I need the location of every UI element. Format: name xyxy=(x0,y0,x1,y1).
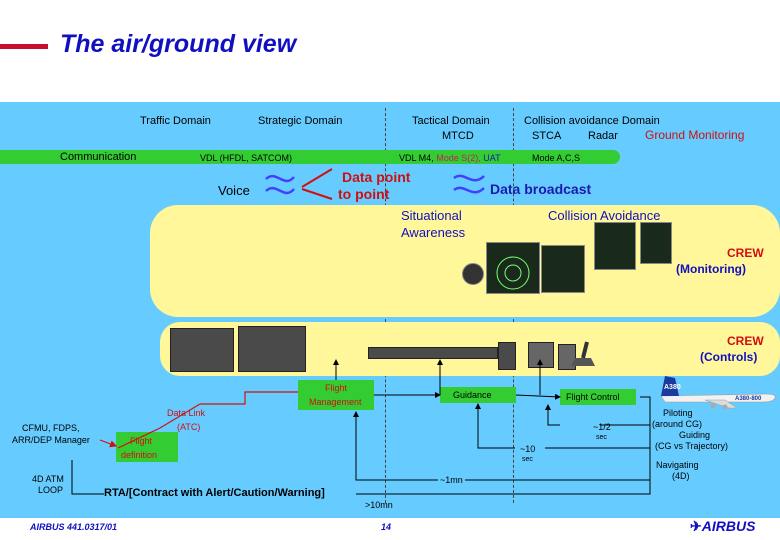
time-min-label: ~1mn xyxy=(440,475,463,485)
mtcd-label: MTCD xyxy=(442,130,474,142)
flight-definition-label-1: Flight xyxy=(130,436,153,446)
communication-band xyxy=(0,150,620,164)
flight-definition-label-2: definition xyxy=(121,450,158,460)
navigating-sub-label: (4D) xyxy=(672,471,690,481)
time-ten-sec-label: ~10 xyxy=(520,444,536,454)
vdl-m4-label: VDL M4, Mode S(2), UAT xyxy=(399,153,501,163)
time-half-sec-unit: sec xyxy=(596,434,607,441)
guidance-label: Guidance xyxy=(453,390,492,400)
ground-monitoring-label: Ground Monitoring xyxy=(645,128,745,142)
data-point-label-1: Data point xyxy=(342,169,411,185)
flight-management-label-1: Flight xyxy=(325,383,348,393)
flight-control-label: Flight Control xyxy=(566,392,620,402)
atm-loop-label-1: 4D ATM xyxy=(32,474,64,484)
communication-label: Communication xyxy=(60,151,137,163)
page-title: The air/ground view xyxy=(60,30,297,58)
traffic-display xyxy=(541,245,585,293)
control-panel-2 xyxy=(558,344,576,370)
collision-domain-label: Collision avoidance Domain xyxy=(524,115,660,127)
airbus-logo-icon: ✈ xyxy=(690,518,702,534)
navigation-display xyxy=(486,242,540,294)
voice-link-arrows xyxy=(265,168,333,200)
time-ten-min-label: >10mn xyxy=(365,500,393,510)
cfmu-label-2: ARR/DEP Manager xyxy=(12,435,90,445)
tactical-domain-label: Tactical Domain xyxy=(412,115,490,127)
collision-avoidance-label: Collision Avoidance xyxy=(548,208,661,223)
strategic-domain-label: Strategic Domain xyxy=(258,115,343,127)
radar-label: Radar xyxy=(588,130,618,142)
data-link-label-2: (ATC) xyxy=(177,422,201,432)
brand-logo: ✈AIRBUS xyxy=(690,518,756,534)
title-accent-bar xyxy=(0,44,48,49)
vdl-label: VDL (HFDL, SATCOM) xyxy=(200,153,293,163)
piloting-sub-label: (around CG) xyxy=(652,419,703,429)
page-number: 14 xyxy=(381,522,392,532)
stca-label: STCA xyxy=(532,130,562,142)
aircraft-tail-text: A380 xyxy=(664,384,681,391)
collision-display xyxy=(640,222,672,264)
piloting-label: Piloting xyxy=(663,408,693,418)
situational-label-1: Situational xyxy=(401,208,462,223)
situational-label-2: Awareness xyxy=(401,225,466,240)
navigating-label: Navigating xyxy=(656,460,699,470)
guiding-label: Guiding xyxy=(679,430,711,440)
throttle-panel xyxy=(498,342,516,370)
mode-acs-label: Mode A,C,S xyxy=(532,153,581,163)
monitoring-area xyxy=(150,205,780,317)
tcas-display xyxy=(594,222,636,270)
crew-monitoring-label-1: CREW xyxy=(727,246,764,260)
flight-control-box xyxy=(560,389,636,405)
guiding-sub-label: (CG vs Trajectory) xyxy=(655,441,729,451)
rta-contract-label: RTA/[Contract with Alert/Caution/Warning… xyxy=(104,487,325,499)
atm-loop-label-2: LOOP xyxy=(38,485,64,495)
time-half-sec-label: ~1/2 xyxy=(593,422,611,432)
data-broadcast-label: Data broadcast xyxy=(490,181,592,197)
cfmu-label-1: CFMU, FDPS, xyxy=(22,423,80,433)
crew-monitoring-label-2: (Monitoring) xyxy=(676,262,746,276)
crew-controls-label-2: (Controls) xyxy=(700,350,758,364)
broadcast-link-arrows xyxy=(453,174,485,194)
guidance-box xyxy=(440,387,516,403)
radar-display-icon xyxy=(496,256,530,290)
flight-management-box xyxy=(298,380,374,410)
fmc-panel xyxy=(238,326,306,372)
aircraft-label: A380-800 xyxy=(735,396,762,402)
crew-controls-label-1: CREW xyxy=(727,334,764,348)
aircraft-icon: A380 A380-800 xyxy=(660,376,776,410)
traffic-domain-label: Traffic Domain xyxy=(140,115,211,127)
voice-label: Voice xyxy=(218,183,250,198)
data-point-label-2: to point xyxy=(338,186,390,202)
fcu-panel xyxy=(368,347,498,359)
sidestick-icon xyxy=(571,341,595,366)
flight-management-label-2: Management xyxy=(309,397,362,407)
cockpit-panel xyxy=(170,328,234,372)
gauge-icon xyxy=(462,263,484,285)
flight-definition-box xyxy=(116,432,178,462)
time-ten-sec-unit: sec xyxy=(522,456,533,463)
document-reference: AIRBUS 441.0317/01 xyxy=(30,522,118,532)
